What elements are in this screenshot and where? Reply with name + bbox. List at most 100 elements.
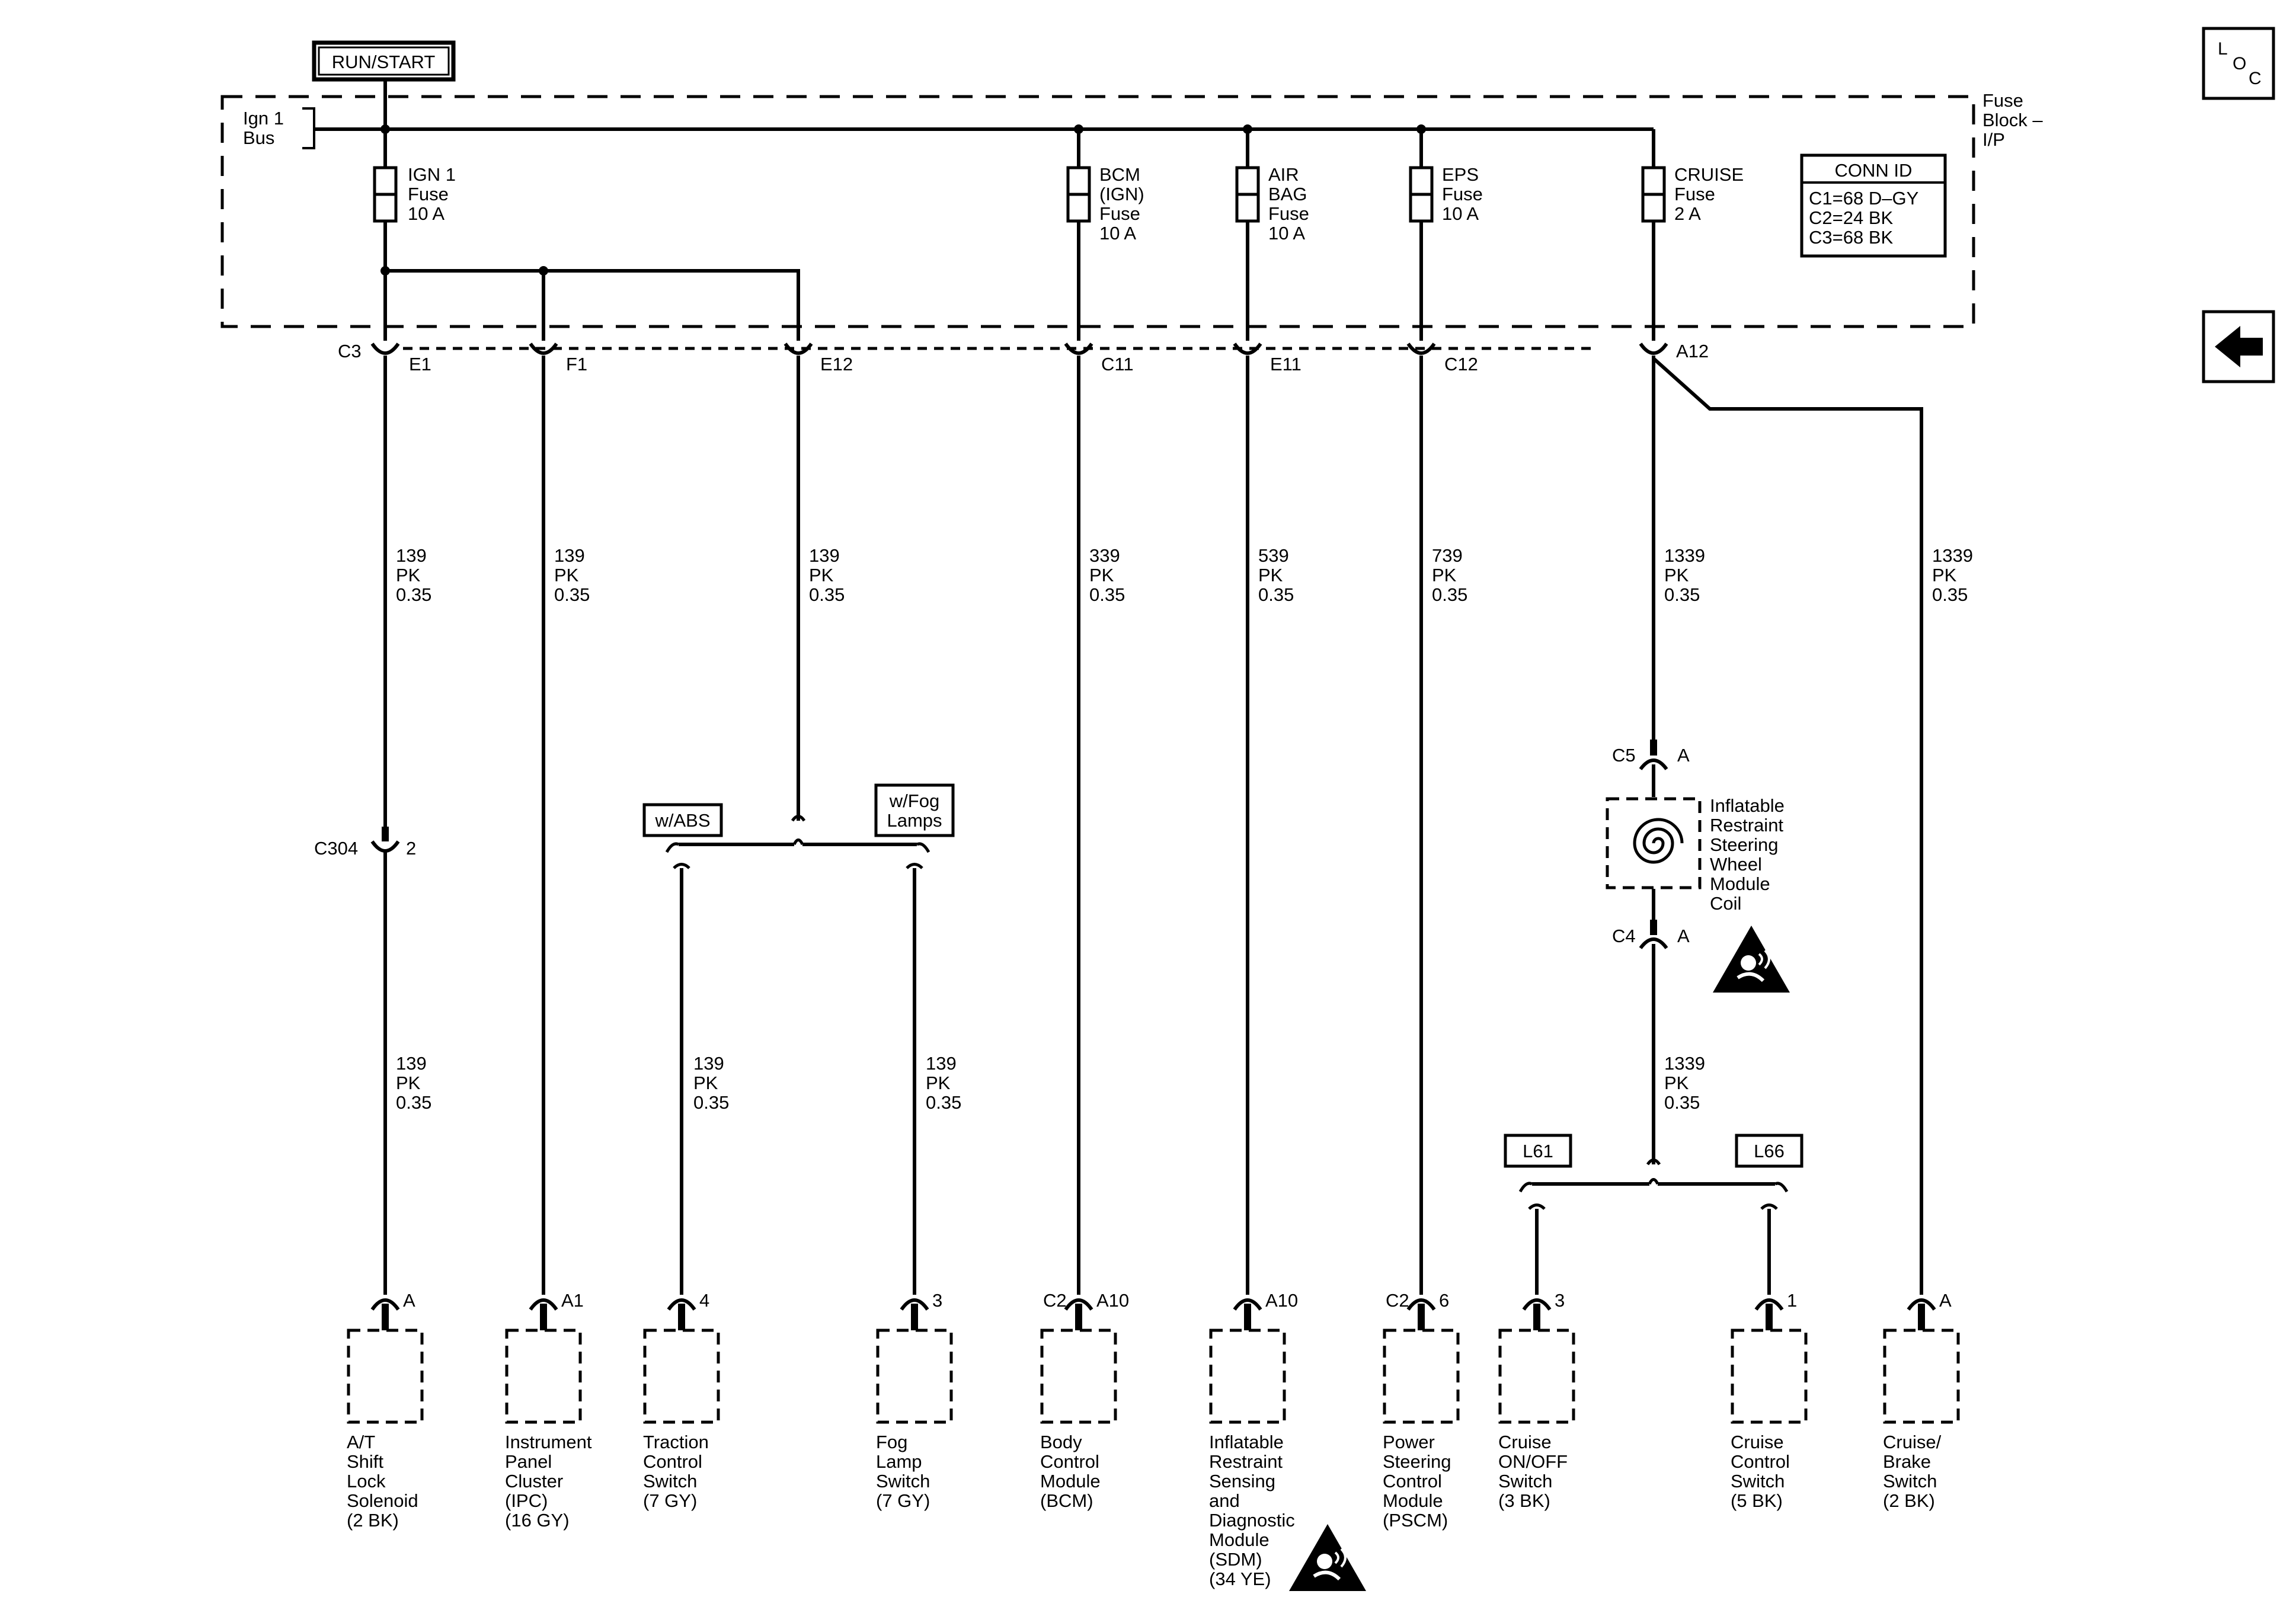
svg-text:O: O [2233,54,2246,73]
svg-text:Module: Module [1710,873,1770,894]
svg-text:139: 139 [396,545,427,566]
svg-text:PK: PK [926,1073,951,1093]
component-connector-label: C2 [1386,1290,1409,1311]
wire-code-label: 339 PK 0.35 [1089,545,1125,605]
svg-text:PK: PK [1432,565,1457,585]
fuse-block-outline [220,95,1975,328]
svg-text:A: A [1677,926,1690,946]
c3-connector-label: C3 [338,341,362,361]
svg-text:I/P: I/P [1982,129,2005,150]
airbag-warning-icon [1713,926,1790,993]
svg-text:339: 339 [1089,545,1120,566]
component-connector-label: C2 [1043,1290,1067,1311]
pin-label: E12 [820,354,853,375]
component-pin-label: 4 [699,1290,709,1311]
component-name-line: Control [1731,1451,1790,1472]
component-name-line: (SDM) [1209,1549,1262,1570]
svg-text:PK: PK [396,565,421,585]
svg-text:CONN ID: CONN ID [1835,160,1913,181]
airbag-warning-icon [1289,1524,1366,1591]
svg-text:PK: PK [809,565,834,585]
component-pin-label: A1 [561,1290,584,1311]
component-name-line: (34 YE) [1209,1569,1271,1589]
svg-text:PK: PK [1664,565,1689,585]
svg-text:1339: 1339 [1664,545,1705,566]
svg-text:139: 139 [926,1053,957,1074]
svg-text:Fuse: Fuse [1674,184,1715,204]
svg-text:PK: PK [1932,565,1957,585]
svg-text:L66: L66 [1754,1141,1785,1161]
component-name-line: A/T [347,1432,375,1452]
component-pin-label: 3 [1555,1290,1565,1311]
svg-text:CRUISE: CRUISE [1674,164,1744,185]
component-name-line: Cruise [1731,1432,1784,1452]
wire-code-label: 1339 PK 0.35 [1664,545,1705,605]
run-start-label: RUN/START [312,40,456,82]
component-name-line: Switch [876,1471,930,1491]
component-name-line: Instrument [505,1432,592,1452]
svg-text:PK: PK [1258,565,1283,585]
svg-text:10 A: 10 A [1442,203,1479,224]
fuse-block-label: Fuse Block – I/P [1982,90,2043,150]
svg-text:139: 139 [809,545,840,566]
component-name-line: Cruise [1498,1432,1552,1452]
component-name-line: Switch [1498,1471,1552,1491]
svg-text:0.35: 0.35 [1932,584,1968,605]
component-pin-label: A [1939,1290,1952,1311]
component-pin-label: A10 [1265,1290,1298,1311]
component-name-line: Switch [1883,1471,1937,1491]
component-name-line: Module [1383,1490,1443,1511]
component-name-line: Sensing [1209,1471,1275,1491]
svg-text:10 A: 10 A [1099,223,1136,244]
component-pin-label: A [403,1290,415,1311]
svg-text:Restraint: Restraint [1710,815,1783,836]
component-name-line: Solenoid [347,1490,418,1511]
svg-text:Fuse: Fuse [408,184,449,204]
svg-text:C3=68 BK: C3=68 BK [1809,227,1894,248]
component-name-line: Traction [643,1432,709,1452]
component-name-line: (7 GY) [643,1490,697,1511]
svg-text:C: C [2249,69,2262,88]
svg-text:0.35: 0.35 [396,1092,431,1113]
svg-text:w/Fog: w/Fog [889,790,939,811]
component-name-line: Lamp [876,1451,922,1472]
component-name-line: ON/OFF [1498,1451,1568,1472]
pin-label: C12 [1444,354,1478,375]
svg-text:Fuse: Fuse [1099,203,1140,224]
component-name-line: Power [1383,1432,1435,1452]
svg-text:139: 139 [554,545,585,566]
option-abs-box: w/ABS [642,803,723,837]
svg-text:BAG: BAG [1268,184,1307,204]
loc-button[interactable]: L O C [2202,27,2275,100]
svg-text:IGN 1: IGN 1 [408,164,456,185]
svg-text:RUN/START: RUN/START [332,52,436,72]
wire-code-label: 539 PK 0.35 [1258,545,1294,605]
coil-spiral-icon [1633,818,1684,864]
pin-label: A12 [1676,341,1709,361]
svg-text:0.35: 0.35 [809,584,845,605]
wire-code-label: 1339 PK 0.35 [1664,1053,1705,1113]
back-button[interactable] [2202,310,2275,383]
wires [370,356,1923,1295]
component-name-line: (BCM) [1040,1490,1093,1511]
svg-text:C2=24 BK: C2=24 BK [1809,207,1894,228]
component-name-line: Brake [1883,1451,1931,1472]
wire-code-label: 139 PK 0.35 [926,1053,961,1113]
svg-text:0.35: 0.35 [1432,584,1467,605]
splice-dots [380,124,1426,276]
component-name-line: Steering [1383,1451,1451,1472]
component-name-line: Switch [643,1471,697,1491]
option-fog-lamps-box: w/Fog Lamps [874,783,955,837]
svg-text:739: 739 [1432,545,1463,566]
svg-text:10 A: 10 A [1268,223,1305,244]
svg-text:0.35: 0.35 [1089,584,1125,605]
pin-label: E1 [409,354,431,375]
fuse-label-bcm: BCM (IGN) Fuse 10 A [1099,164,1144,244]
